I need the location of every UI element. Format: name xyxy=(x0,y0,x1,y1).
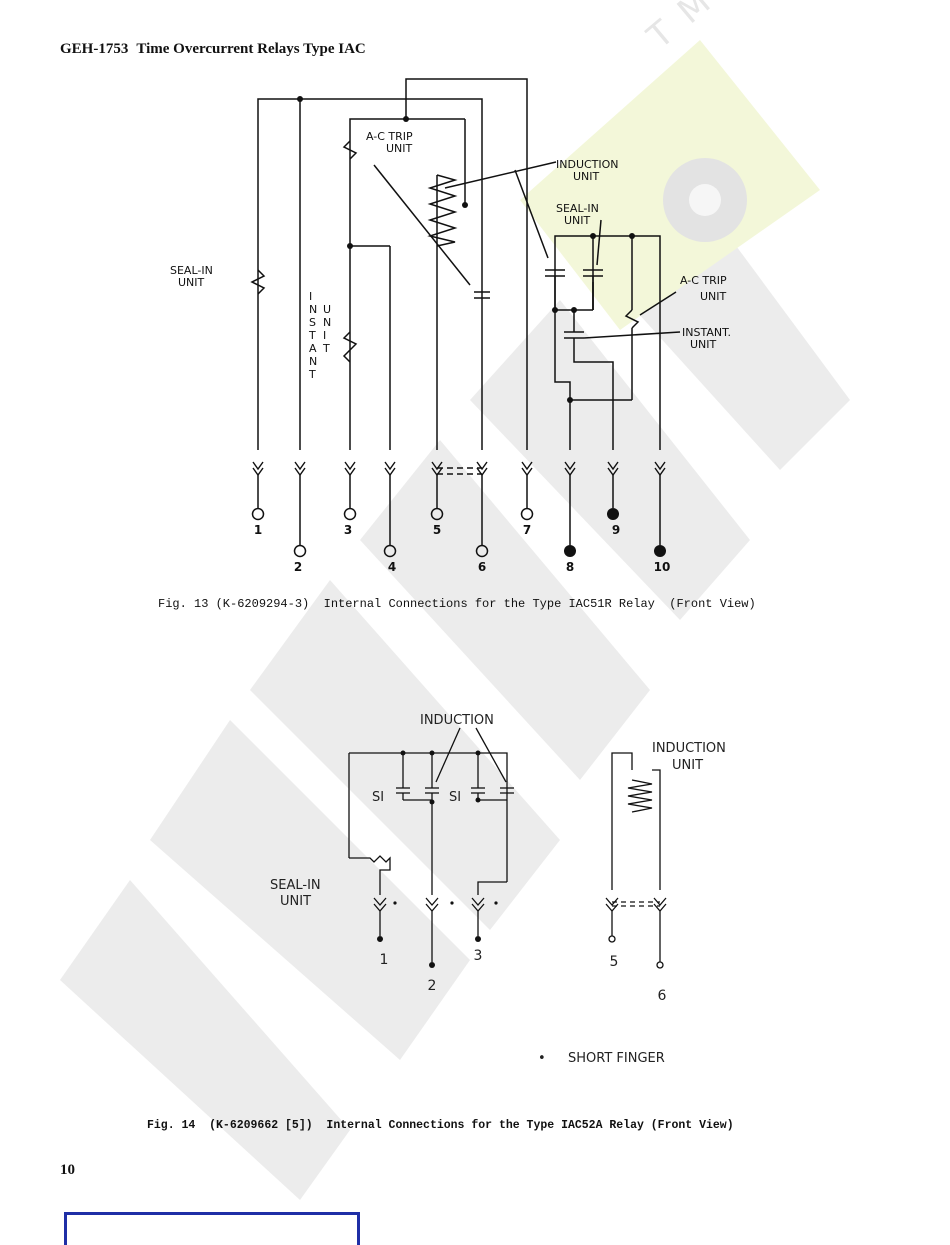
terminal-label: 10 xyxy=(654,560,671,574)
terminal-label: 3 xyxy=(474,948,483,964)
vertical-letter: T xyxy=(308,368,316,381)
label-induction-right-unit: UNIT xyxy=(672,758,703,773)
terminal-label: 2 xyxy=(428,978,437,994)
doc-title: Time Overcurrent Relays Type IAC xyxy=(136,41,366,57)
vertical-letter: T xyxy=(322,342,330,355)
fig14-caption: Fig. 14 (K-6209662 [5]) Internal Connect… xyxy=(147,1119,734,1132)
label-seal-in-left: SEAL-IN xyxy=(170,264,213,277)
label-induction-top: INDUCTION xyxy=(420,713,494,728)
label-si-left: SI xyxy=(372,790,384,805)
label-induction-right: INDUCTION xyxy=(652,741,726,756)
label-ac-trip-left: A-C TRIP xyxy=(366,130,413,143)
label-ac-trip-right-unit: UNIT xyxy=(700,290,727,303)
terminal-label: 9 xyxy=(612,523,620,537)
label-short-finger: SHORT FINGER xyxy=(568,1051,665,1066)
terminal-label: 1 xyxy=(254,523,262,537)
terminal-label: 1 xyxy=(380,952,389,968)
fig13-caption: Fig. 13 (K-6209294-3) Internal Connectio… xyxy=(158,597,756,611)
short-finger-bullet: • xyxy=(538,1051,546,1066)
vertical-letter: I xyxy=(309,290,312,303)
vertical-letter: S xyxy=(309,316,316,329)
label-seal-in-right: SEAL-IN xyxy=(556,202,599,215)
terminal-label: 4 xyxy=(388,560,396,574)
terminal-label: 6 xyxy=(478,560,486,574)
fig14-wiring-diagram: INDUCTION SI SI SEAL-IN UNIT INDUCTION U… xyxy=(270,713,726,1066)
page-number: 10 xyxy=(60,1162,75,1178)
page-header: GEH-1753 Time Overcurrent Relays Type IAC xyxy=(60,41,366,58)
label-si-right: SI xyxy=(449,790,461,805)
vertical-letter: N xyxy=(309,355,317,368)
fig13-wiring-diagram: A-C TRIP UNIT INDUCTION UNIT SEAL-IN UNI… xyxy=(170,78,731,574)
watermark-letter: M xyxy=(670,0,718,32)
vertical-letter: I xyxy=(323,329,326,342)
vertical-letter: N xyxy=(323,316,331,329)
label-instant-right-unit: UNIT xyxy=(690,338,717,351)
watermark-letter: T xyxy=(639,13,682,58)
label-seal-in: SEAL-IN xyxy=(270,878,321,893)
label-ac-trip-right: A-C TRIP xyxy=(680,274,727,287)
terminal-label: 5 xyxy=(433,523,441,537)
label-induction: INDUCTION xyxy=(556,158,619,171)
label-ac-trip-left-unit: UNIT xyxy=(386,142,413,155)
label-seal-in-left-unit: UNIT xyxy=(178,276,205,289)
label-seal-in-right-unit: UNIT xyxy=(564,214,591,227)
label-induction-unit: UNIT xyxy=(573,170,600,183)
vertical-letter: U xyxy=(323,303,331,316)
terminal-label: 2 xyxy=(294,560,302,574)
terminal-label: 8 xyxy=(566,560,574,574)
label-seal-in-unit: UNIT xyxy=(280,894,311,909)
terminal-label: 3 xyxy=(344,523,352,537)
terminal-label: 7 xyxy=(523,523,531,537)
doc-number: GEH-1753 xyxy=(60,41,129,57)
terminal-label: 5 xyxy=(610,954,619,970)
vertical-letter: T xyxy=(308,329,316,342)
vertical-letter: A xyxy=(309,342,317,355)
label-instant-right: INSTANT. xyxy=(682,326,731,339)
terminal-label: 6 xyxy=(658,988,667,1004)
vertical-letter: N xyxy=(309,303,317,316)
